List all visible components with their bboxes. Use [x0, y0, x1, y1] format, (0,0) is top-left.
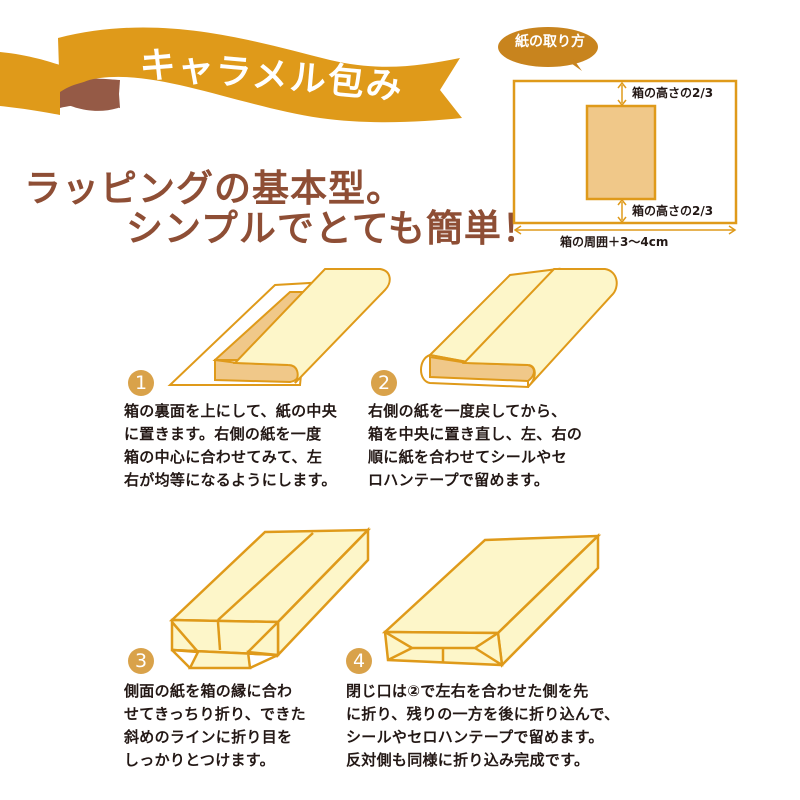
step-3-number-badge: 3 — [128, 648, 154, 674]
step-2-line: 箱を中央に置き直し、左、右の — [368, 425, 583, 443]
bottom-margin-label: 箱の高さの2/3 — [632, 204, 714, 218]
step-4-line: 反対側も同様に折り込み完成です。 — [346, 751, 590, 769]
step-1-line: 箱の中心に合わせてみて、左 — [124, 448, 323, 466]
step-4-line: シールやセロハンテープで留めます。 — [346, 728, 604, 746]
step-1-line: 右が均等になるようにします。 — [124, 471, 337, 489]
step-1-line: 箱の裏面を上にして、紙の中央 — [124, 402, 338, 420]
step-4-line: に折り、残りの一方を後に折り込んで、 — [346, 705, 620, 723]
step-2-illustration — [420, 267, 618, 389]
step-2-line: 右側の紙を一度戻してから、 — [368, 402, 567, 420]
step-3-line: 斜めのラインに折り目を — [124, 728, 293, 746]
headline-line-2: シンプルでとても簡単！ — [126, 207, 540, 250]
headline-line-1: ラッピングの基本型。 — [24, 167, 404, 210]
step-3-line: しっかりとつけます。 — [124, 751, 275, 769]
top-margin-label: 箱の高さの2/3 — [632, 86, 714, 100]
step-3-description: 側面の紙を箱の縁に合わ せてきっちり折り、できた 斜めのラインに折り目を しっか… — [124, 680, 306, 772]
step-3-line: 側面の紙を箱の縁に合わ — [124, 682, 293, 700]
paper-guide-diagram — [498, 27, 738, 235]
paper-guide-title: 紙の取り方 — [515, 34, 585, 50]
step-4-description: 閉じ口は②で左右を合わせた側を先 に折り、残りの一方を後に折り込んで、 シールや… — [346, 680, 619, 772]
step-4-number-badge: 4 — [346, 648, 372, 674]
step-1-line: に置きます。右側の紙を一度 — [124, 425, 322, 443]
title-banner-ribbon — [0, 27, 462, 123]
paper-width-label: 箱の周囲＋3〜4cm — [560, 235, 669, 249]
step-4-line: 閉じ口は②で左右を合わせた側を先 — [346, 682, 589, 700]
step-2-number-badge: 2 — [371, 370, 397, 396]
step-2-line: 順に紙を合わせてシールやセ — [368, 448, 567, 466]
step-3-line: せてきっちり折り、できた — [124, 705, 306, 723]
step-2-line: ロハンテープで留めます。 — [368, 471, 550, 489]
step-1-illustration — [167, 268, 391, 386]
step-1-number-badge: 1 — [128, 370, 154, 396]
step-3-illustration — [168, 526, 372, 670]
step-2-description: 右側の紙を一度戻してから、 箱を中央に置き直し、左、右の 順に紙を合わせてシール… — [368, 400, 582, 492]
speech-bubble — [498, 27, 598, 67]
step-4-illustration — [381, 533, 602, 668]
step-1-description: 箱の裏面を上にして、紙の中央 に置きます。右側の紙を一度 箱の中心に合わせてみて… — [124, 400, 337, 492]
